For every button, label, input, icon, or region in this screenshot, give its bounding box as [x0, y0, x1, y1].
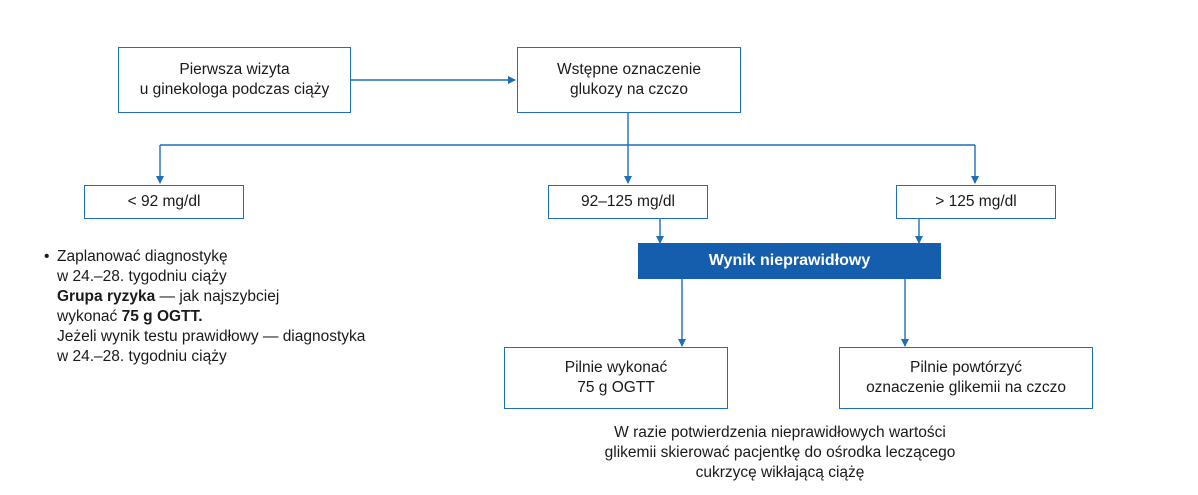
- ogtt-line2: 75 g OGTT: [577, 379, 655, 396]
- repeat-line2: oznaczenie glikemii na czczo: [866, 379, 1066, 396]
- referral-note: W razie potwierdzenia nieprawidłowych wa…: [560, 423, 1000, 483]
- instruction-line-4: wykonać 75 g OGTT.: [57, 307, 365, 327]
- instruction-line-5: Jeżeli wynik testu prawidłowy — diagnost…: [57, 328, 366, 345]
- initial-glucose-line1: Wstępne oznaczenie: [557, 61, 701, 78]
- ogtt-line1: Pilnie wykonać: [564, 359, 668, 376]
- first-visit-box: Pierwsza wizyta u ginekologa podczas cią…: [118, 47, 351, 113]
- range-low-box: < 92 mg/dl: [84, 185, 244, 219]
- abnormal-result-banner: Wynik nieprawidłowy: [638, 243, 941, 279]
- range-mid-label: 92–125 mg/dl: [581, 193, 675, 210]
- referral-line-1: W razie potwierdzenia nieprawidłowych wa…: [614, 424, 946, 441]
- low-range-instructions: • Zaplanować diagnostykę w 24.–28. tygod…: [44, 247, 366, 367]
- range-low-label: < 92 mg/dl: [127, 193, 201, 210]
- bullet-marker: •: [44, 248, 50, 265]
- instruction-line-2: w 24.–28. tygodniu ciąży: [57, 268, 227, 285]
- first-visit-line2: u ginekologa podczas ciąży: [139, 81, 330, 98]
- ogtt-box: Pilnie wykonać 75 g OGTT: [504, 347, 728, 409]
- instruction-line-1: Zaplanować diagnostykę: [57, 248, 228, 265]
- range-high-box: > 125 mg/dl: [896, 185, 1056, 219]
- instruction-line-6: w 24.–28. tygodniu ciąży: [57, 348, 227, 365]
- risk-group-text: — jak najszybciej: [155, 288, 280, 305]
- abnormal-result-label: Wynik nieprawidłowy: [708, 252, 871, 269]
- initial-glucose-line2: glukozy na czczo: [569, 81, 688, 98]
- perform-text: wykonać: [57, 308, 122, 325]
- instruction-line-3: Grupa ryzyka — jak najszybciej: [57, 287, 365, 307]
- repeat-glucose-box: Pilnie powtórzyć oznaczenie glikemii na …: [839, 347, 1093, 409]
- ogtt-bold-text: 75 g OGTT.: [121, 308, 203, 325]
- initial-glucose-box: Wstępne oznaczenie glukozy na czczo: [517, 47, 741, 113]
- range-high-label: > 125 mg/dl: [935, 193, 1017, 210]
- first-visit-line1: Pierwsza wizyta: [179, 61, 290, 78]
- range-mid-box: 92–125 mg/dl: [548, 185, 708, 219]
- referral-line-3: cukrzycę wikłającą ciążę: [695, 464, 865, 481]
- referral-line-2: glikemii skierować pacjentkę do ośrodka …: [604, 444, 956, 461]
- repeat-line1: Pilnie powtórzyć: [910, 359, 1022, 376]
- risk-group-label: Grupa ryzyka: [57, 288, 156, 305]
